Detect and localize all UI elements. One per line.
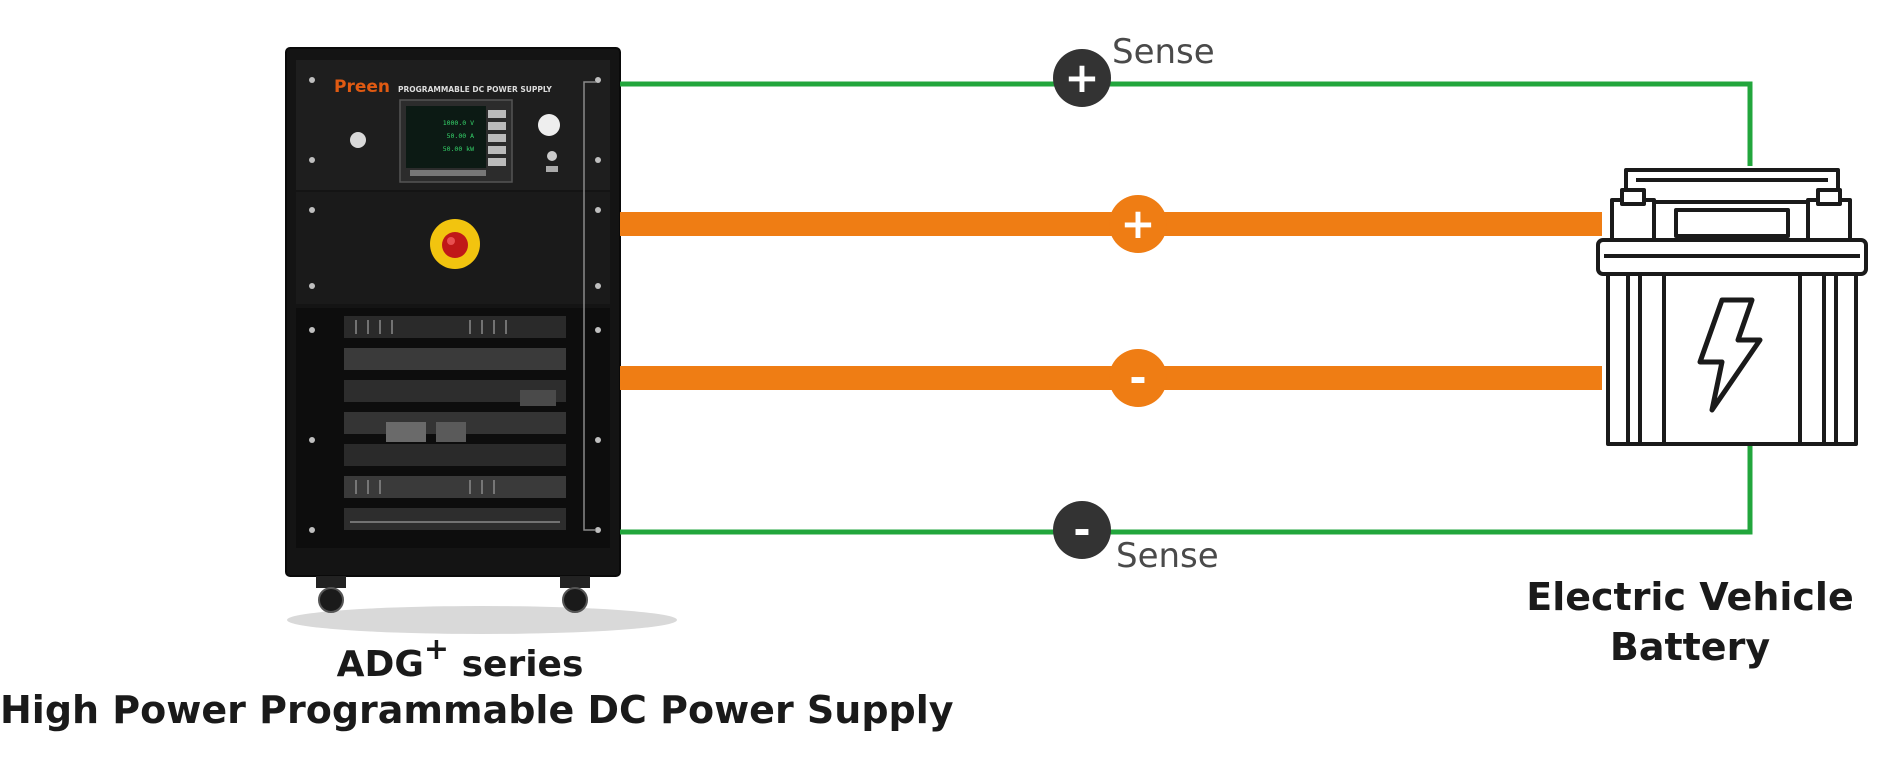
- display-power: 50.00 kW: [443, 145, 474, 153]
- supply-display: 1000.0 V 50.00 A 50.00 kW: [399, 99, 513, 183]
- battery-caption: Electric Vehicle Battery: [1500, 572, 1880, 672]
- cabinet-shadow: [287, 606, 677, 634]
- battery-caption-line2: Battery: [1609, 625, 1771, 669]
- sense-negative-label: Sense: [1116, 536, 1219, 576]
- sense-negative-wire: [620, 444, 1753, 535]
- power-supply-cabinet: Preen PROGRAMMABLE DC POWER SUPPLY 1000.…: [285, 47, 621, 613]
- power-positive-badge: +: [1109, 195, 1167, 253]
- series-name: ADG: [336, 644, 424, 685]
- svg-text:-: -: [1073, 505, 1090, 554]
- svg-text:+: +: [1064, 53, 1099, 102]
- battery-caption-line1: Electric Vehicle: [1526, 575, 1854, 619]
- sense-positive-label: Sense: [1112, 32, 1215, 72]
- sense-positive-wire: [620, 81, 1753, 166]
- product-caption: High Power Programmable DC Power Supply: [0, 688, 954, 732]
- panel-screws: [309, 77, 601, 533]
- power-negative-badge: -: [1109, 349, 1167, 407]
- sense-negative-badge: -: [1053, 501, 1111, 559]
- power-knob: [538, 114, 560, 136]
- series-superscript: +: [423, 632, 450, 667]
- lightning-bolt-icon: [1697, 297, 1763, 413]
- rotary-knob: [350, 132, 366, 148]
- panel-title: PROGRAMMABLE DC POWER SUPPLY: [398, 85, 552, 94]
- display-voltage: 1000.0 V: [443, 119, 474, 127]
- emergency-stop-button: [430, 219, 480, 269]
- series-caption: ADG+ series: [180, 632, 740, 685]
- sense-positive-badge: +: [1053, 49, 1111, 107]
- series-suffix: series: [461, 644, 584, 685]
- svg-text:+: +: [1120, 199, 1155, 248]
- ev-battery-icon: [1596, 168, 1868, 446]
- svg-text:-: -: [1129, 353, 1146, 402]
- internal-modules: [344, 316, 566, 530]
- cabinet-casters: [316, 576, 590, 613]
- control-button: [547, 151, 557, 161]
- brand-logo: Preen: [334, 77, 390, 97]
- display-current: 50.00 A: [447, 132, 474, 140]
